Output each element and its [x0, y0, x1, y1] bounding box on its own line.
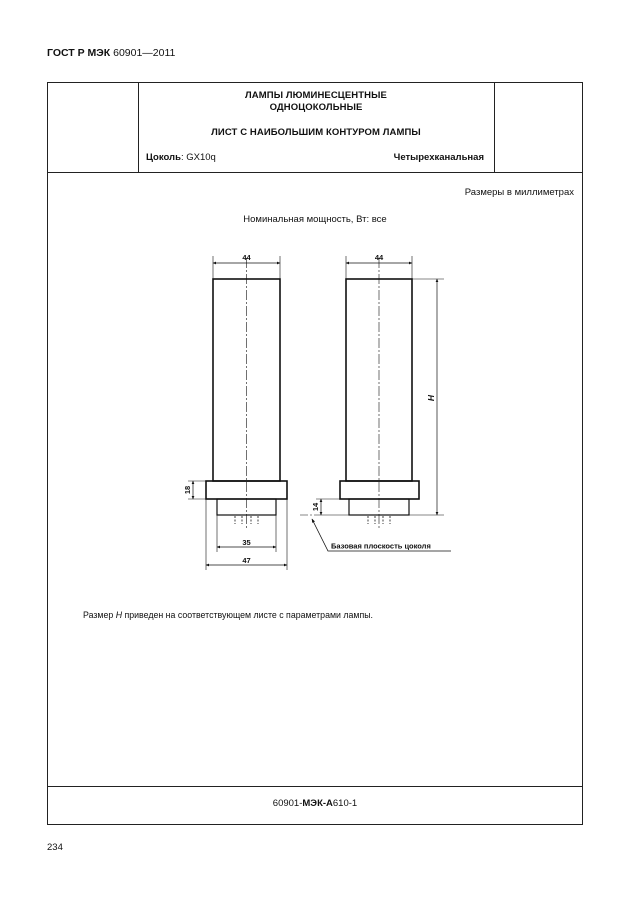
page-number: 234 — [47, 842, 63, 853]
sheet-subtitle: ЛИСТ С НАИБОЛЬШИМ КОНТУРОМ ЛАМПЫ — [211, 127, 421, 138]
document-code-standard: ГОСТ Р МЭК — [47, 47, 111, 59]
dim-pin-length: 14 — [311, 502, 320, 511]
sheet-title-line1: ЛАМПЫ ЛЮМИНЕСЦЕНТНЫЕ — [245, 90, 387, 101]
units-note: Размеры в миллиметрах — [464, 187, 574, 198]
document-code-number: 60901—2011 — [110, 47, 176, 59]
header-left-divider — [138, 82, 139, 172]
sheet-number: 60901-МЭК-А610-1 — [47, 798, 583, 809]
footer-divider — [47, 786, 583, 787]
sheet-number-part3: 610-1 — [332, 798, 358, 809]
sheet-frame — [47, 82, 583, 825]
base-caption: Цоколь: GX10q — [146, 152, 216, 163]
right-lamp-view — [300, 256, 451, 552]
header-divider — [47, 172, 583, 173]
dim-width-top-right: 44 — [375, 253, 384, 262]
footnote-variable: H — [115, 610, 123, 620]
base-value: : GX10q — [180, 152, 216, 163]
base-label: Цоколь — [146, 152, 181, 163]
document-code: ГОСТ Р МЭК 60901—2011 — [47, 47, 175, 59]
dimension-footnote: Размер H приведен на соответствующем лис… — [83, 610, 373, 620]
dim-width-inner: 35 — [242, 538, 250, 547]
sheet-number-part1: 60901- — [272, 798, 303, 809]
dim-base-height: 18 — [183, 486, 192, 494]
left-lamp-view — [188, 256, 288, 570]
lamp-type: Четырехканальная — [393, 152, 484, 163]
sheet-number-part2: МЭК-А — [302, 798, 333, 809]
power-note: Номинальная мощность, Вт: все — [243, 214, 387, 225]
header-right-divider — [494, 82, 495, 172]
reference-plane-label: Базовая плоскость цоколя — [331, 542, 431, 551]
footnote-text: приведен на соответствующем листе с пара… — [122, 610, 373, 620]
dim-height: H — [426, 394, 436, 401]
sheet-title-line2: ОДНОЦОКОЛЬНЫЕ — [269, 102, 363, 113]
dim-width-outer: 47 — [242, 556, 250, 565]
footnote-prefix: Размер — [83, 610, 116, 620]
dim-width-top-left: 44 — [242, 253, 251, 262]
